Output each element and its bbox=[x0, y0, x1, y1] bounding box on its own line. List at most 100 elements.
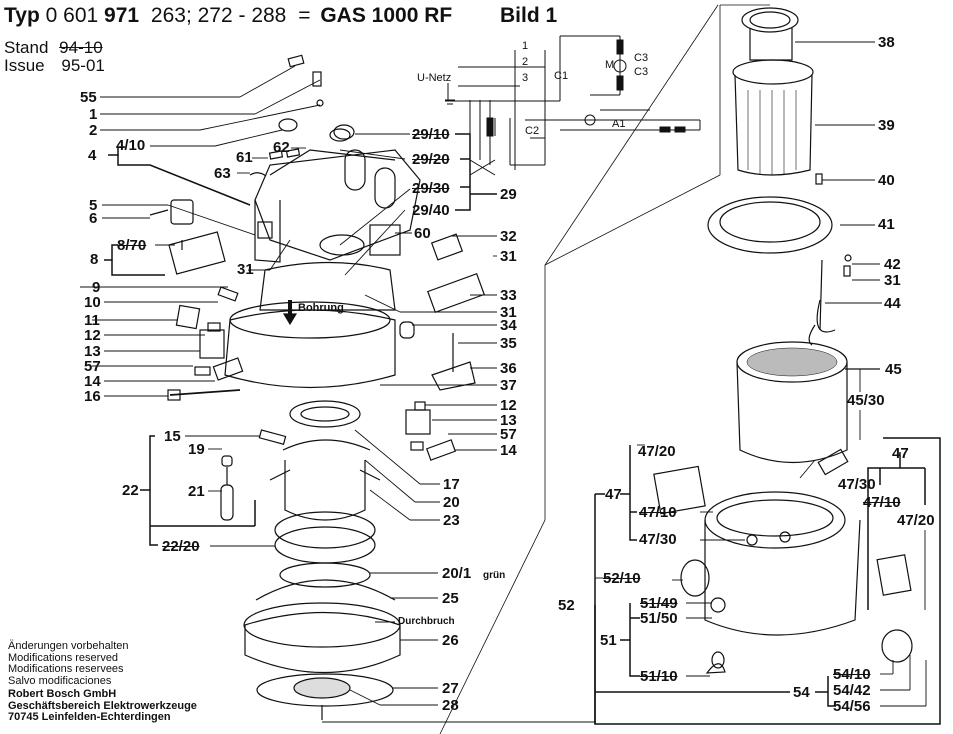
stand-block: Stand 94-10 Issue 95-01 bbox=[4, 39, 105, 75]
part-label: 44 bbox=[884, 295, 901, 312]
switch-1-label: 1 bbox=[522, 40, 529, 52]
part-label: 41 bbox=[878, 216, 895, 233]
part-label: 34 bbox=[500, 317, 517, 334]
part-label: 62 bbox=[273, 139, 290, 156]
part-label: 26 bbox=[442, 632, 459, 649]
part-label: 20 bbox=[443, 494, 460, 511]
part-label: 36 bbox=[500, 360, 517, 377]
supply-label: U-Netz bbox=[417, 72, 452, 84]
part-label: 47/30 bbox=[639, 531, 677, 548]
footer-notes: Änderungen vorbehalten Modifications res… bbox=[8, 640, 197, 724]
part-label: 29 bbox=[500, 186, 517, 203]
part-label: 15 bbox=[164, 428, 181, 445]
footer-line: Modifications reserved bbox=[8, 651, 119, 664]
part-label: 45/30 bbox=[847, 392, 885, 409]
part-label: 47 bbox=[605, 486, 622, 503]
capacitor-c3a-label: C3 bbox=[634, 52, 649, 64]
part-label-struck: 51/10 bbox=[640, 668, 678, 685]
part-label: 47/20 bbox=[638, 443, 676, 460]
figure-label: Bild 1 bbox=[500, 4, 558, 27]
part-label: 10 bbox=[84, 294, 101, 311]
company-name: Robert Bosch GmbH bbox=[8, 688, 117, 700]
part-label: 52 bbox=[558, 597, 575, 614]
part-label: 63 bbox=[214, 165, 231, 182]
title-line: Typ 0 601 971 263; 272 - 288 = GAS 1000 … bbox=[4, 4, 452, 28]
typ-variants: 263; 272 - 288 bbox=[150, 4, 287, 27]
part-label: 57 bbox=[84, 358, 101, 375]
bohrung-note: Bohrung bbox=[298, 302, 344, 314]
switch-2-label: 2 bbox=[522, 56, 529, 68]
typ-prefix: 0 601 bbox=[45, 4, 99, 27]
footer-line: Modifications reservees bbox=[8, 663, 124, 675]
part-label: 31 bbox=[500, 304, 517, 321]
part-label-struck: 54/10 bbox=[833, 666, 871, 683]
part-label: 61 bbox=[236, 149, 253, 166]
part-label: 39 bbox=[878, 117, 895, 134]
leader-lines-right bbox=[594, 41, 941, 725]
durchbruch-note: Durchbruch bbox=[398, 616, 455, 627]
part-label-struck: 29/30 bbox=[412, 180, 450, 197]
part-label: 2 bbox=[89, 122, 98, 139]
part-label: 38 bbox=[878, 34, 895, 51]
part-label: 4/10 bbox=[116, 137, 146, 154]
part-label: 47 bbox=[892, 445, 909, 462]
part-label: 32 bbox=[500, 228, 517, 245]
part-label-struck: 47/10 bbox=[863, 494, 901, 511]
part-label: 13 bbox=[84, 343, 101, 360]
part-label: 23 bbox=[443, 512, 460, 529]
part-label: 5 bbox=[89, 197, 98, 214]
part-label: 11 bbox=[84, 312, 100, 329]
issue-value: 95-01 bbox=[61, 56, 105, 75]
part-label: 54 bbox=[793, 684, 810, 701]
part-label: 51 bbox=[600, 632, 617, 649]
typ-number: 971 bbox=[104, 4, 140, 27]
part-label: 37 bbox=[500, 377, 517, 394]
part-label-struck: 8/70 bbox=[117, 237, 147, 254]
part-label: 54/42 bbox=[833, 682, 871, 699]
footer-line: Salvo modificaciones bbox=[8, 674, 112, 687]
part-label: 14 bbox=[500, 442, 517, 459]
part-label: 51/50 bbox=[640, 610, 678, 627]
part-label: 60 bbox=[414, 225, 431, 242]
part-label: 55 bbox=[80, 89, 97, 106]
part-label: 31 bbox=[500, 248, 517, 265]
part-label-struck: 51/49 bbox=[640, 595, 678, 612]
part-label: 45 bbox=[885, 361, 902, 378]
part-label: 31 bbox=[237, 261, 254, 278]
typ-label: Typ bbox=[4, 4, 40, 27]
part-label: 22 bbox=[122, 482, 139, 499]
part-label-struck: 29/10 bbox=[412, 126, 450, 143]
part-label: 29/40 bbox=[412, 202, 450, 219]
stand-value: 94-10 bbox=[59, 38, 103, 57]
part-label-struck: 22/20 bbox=[162, 538, 200, 555]
part-label: 25 bbox=[442, 590, 459, 607]
leader-lines-left bbox=[80, 65, 321, 547]
part-label: 20/1 bbox=[442, 565, 472, 582]
a1-label: A1 bbox=[612, 118, 626, 130]
part-label: 1 bbox=[89, 106, 98, 123]
part-label: 14 bbox=[84, 373, 101, 390]
model-name: GAS 1000 RF bbox=[320, 4, 453, 27]
motor-label: M bbox=[605, 59, 615, 71]
part-label: 17 bbox=[443, 476, 460, 493]
part-label: 47/30 bbox=[838, 476, 876, 493]
part-label: 47/20 bbox=[897, 512, 935, 529]
part-label: 6 bbox=[89, 210, 98, 227]
company-division: Geschäftsbereich Elektrowerkzeuge bbox=[8, 699, 197, 712]
container-assembly bbox=[653, 7, 913, 674]
part-label: 12 bbox=[84, 327, 101, 344]
stand-label: Stand bbox=[4, 38, 49, 57]
part-label: 40 bbox=[878, 172, 895, 189]
part-label: 9 bbox=[92, 279, 101, 296]
circuit-diagram bbox=[445, 35, 701, 176]
gruen-note: grün bbox=[483, 570, 506, 581]
capacitor-c1-label: C1 bbox=[554, 70, 569, 82]
motor-head-assembly bbox=[224, 128, 421, 389]
part-label: 54/56 bbox=[833, 698, 871, 715]
part-label: 27 bbox=[442, 680, 459, 697]
capacitor-c3b-label: C3 bbox=[634, 66, 649, 78]
part-label: 12 bbox=[500, 397, 517, 414]
motor-assembly bbox=[243, 400, 401, 720]
capacitor-c2-label: C2 bbox=[525, 125, 540, 137]
part-label: 4 bbox=[88, 147, 97, 164]
